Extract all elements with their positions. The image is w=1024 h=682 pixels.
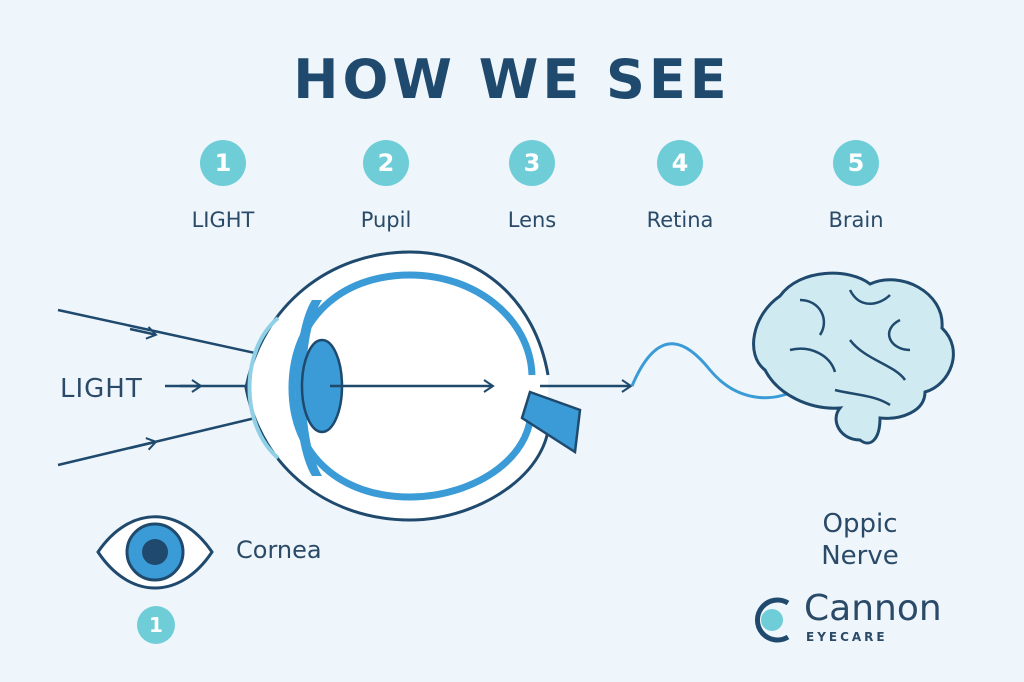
brand-name: Cannon (804, 588, 942, 629)
step-number-badge: 1 (200, 140, 246, 186)
step-label: Brain (828, 208, 884, 232)
step-pupil: 2 Pupil (326, 140, 446, 232)
step-number-badge: 3 (509, 140, 555, 186)
step-label: LIGHT (191, 208, 255, 232)
optic-nerve-stump (520, 390, 582, 455)
step-number-badge: 5 (833, 140, 879, 186)
step-label: Lens (507, 208, 557, 232)
page-title: HOW WE SEE (293, 48, 731, 111)
step-light: 1 LIGHT (163, 140, 283, 232)
step-label: Pupil (360, 208, 412, 232)
brand-logo-icon (755, 597, 790, 643)
nerve-line (630, 342, 801, 400)
cornea-number-badge: 1 (137, 606, 175, 644)
step-label: Retina (646, 208, 714, 232)
step-brain: 5 Brain (796, 140, 916, 232)
cornea-eye-icon (96, 515, 214, 590)
optic-nerve-line2: Nerve (821, 541, 899, 571)
optic-nerve-label: Oppic Nerve (810, 508, 910, 572)
optic-nerve-line1: Oppic (822, 509, 898, 539)
brain-icon (752, 271, 955, 445)
step-number-badge: 2 (363, 140, 409, 186)
light-label: LIGHT (60, 374, 143, 404)
cornea-curve (247, 316, 280, 460)
brand-tagline: EYECARE (806, 630, 888, 644)
step-retina: 4 Retina (620, 140, 740, 232)
cornea-label: Cornea (236, 536, 322, 564)
iris (295, 300, 322, 476)
step-lens: 3 Lens (472, 140, 592, 232)
step-number-badge: 4 (657, 140, 703, 186)
